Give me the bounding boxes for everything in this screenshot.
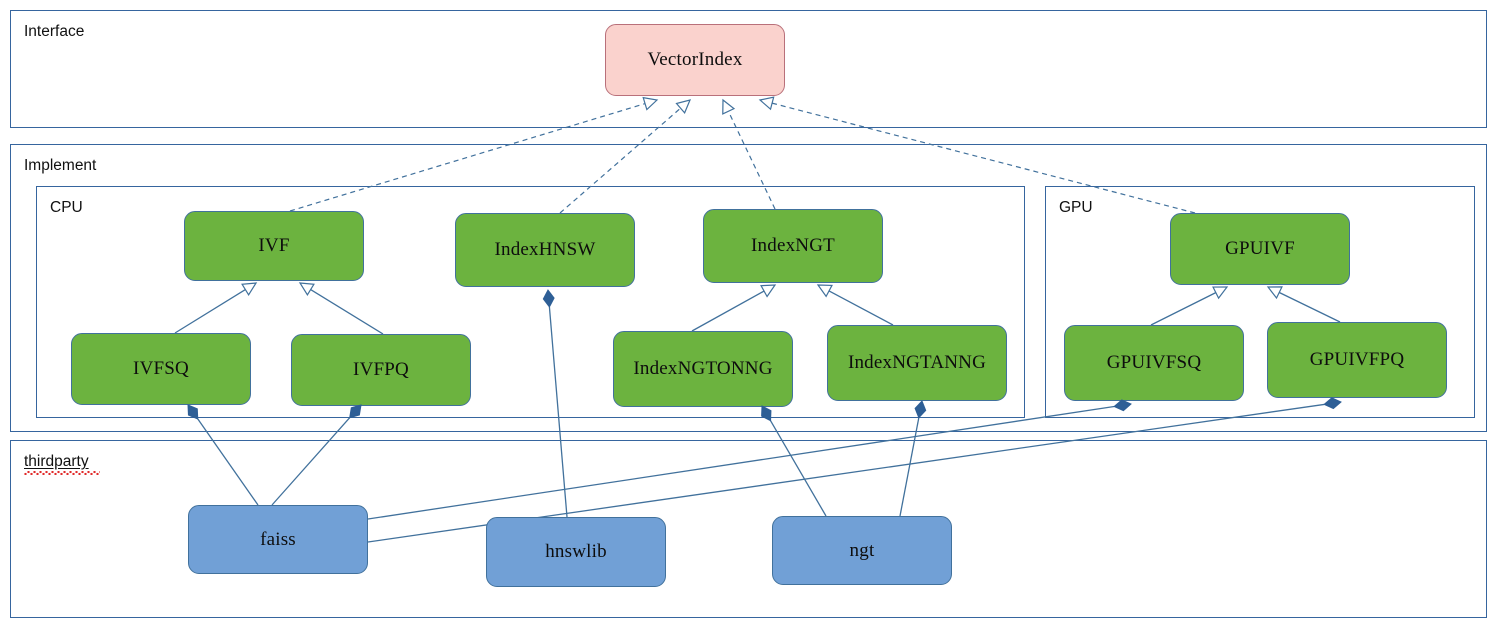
group-container-interface bbox=[10, 10, 1487, 128]
node-indexngtonng[interactable]: IndexNGTONNG bbox=[613, 331, 793, 407]
group-label-interface: Interface bbox=[24, 23, 85, 40]
edge-gpuivfsq-to-gpuivf bbox=[1150, 291, 1217, 326]
node-label: GPUIVFPQ bbox=[1309, 349, 1405, 370]
node-label: IndexNGT bbox=[751, 235, 835, 256]
edge-indexngt-to-vectorindex bbox=[727, 110, 776, 210]
edge-indexngtanng-to-indexngt bbox=[828, 290, 894, 326]
group-container-gpu bbox=[1045, 186, 1475, 418]
node-label: faiss bbox=[260, 528, 296, 550]
node-ivf[interactable]: IVF bbox=[184, 211, 364, 281]
group-container-cpu bbox=[36, 186, 1025, 418]
node-label: VectorIndex bbox=[647, 49, 743, 70]
edge-gpuivf-to-vectorindex bbox=[771, 102, 1196, 214]
node-indexhnsw[interactable]: IndexHNSW bbox=[455, 213, 635, 287]
edge-ivf-to-vectorindex bbox=[289, 102, 646, 212]
node-vectorindex[interactable]: VectorIndex bbox=[605, 24, 785, 96]
node-ivfpq[interactable]: IVFPQ bbox=[291, 334, 471, 406]
edge-ivfpq-to-ivf bbox=[309, 288, 384, 335]
group-label-implement: Implement bbox=[24, 157, 97, 174]
node-label: hnswlib bbox=[545, 541, 607, 562]
edge-ngt-to-indexngtonng bbox=[769, 420, 827, 517]
edge-ngt-to-indexngtanng bbox=[899, 417, 920, 517]
edge-faiss-to-gpuivfsq bbox=[367, 405, 1115, 520]
node-gpuivfpq[interactable]: GPUIVFPQ bbox=[1267, 322, 1447, 398]
node-hnswlib[interactable]: hnswlib bbox=[486, 517, 666, 587]
edge-gpuivfpq-to-gpuivf bbox=[1278, 291, 1341, 323]
node-label: ngt bbox=[849, 539, 875, 561]
node-label: GPUIVF bbox=[1225, 238, 1295, 259]
node-label: IndexNGTONNG bbox=[633, 358, 773, 379]
node-ivfsq[interactable]: IVFSQ bbox=[71, 333, 251, 405]
node-indexngtanng[interactable]: IndexNGTANNG bbox=[827, 325, 1007, 401]
node-label: IndexHNSW bbox=[494, 239, 596, 260]
edge-faiss-to-ivfsq bbox=[197, 418, 259, 506]
group-label-gpu: GPU bbox=[1059, 199, 1093, 216]
node-label: IndexNGTANNG bbox=[847, 352, 987, 373]
group-container-implement bbox=[10, 144, 1487, 432]
edge-faiss-to-ivfpq bbox=[271, 417, 351, 506]
node-label: IVF bbox=[258, 235, 290, 256]
group-label-cpu: CPU bbox=[50, 199, 83, 216]
node-gpuivfsq[interactable]: GPUIVFSQ bbox=[1064, 325, 1244, 401]
group-label-thirdparty: thirdparty bbox=[24, 453, 89, 470]
edge-ivfsq-to-ivf bbox=[174, 288, 247, 334]
group-container-thirdparty bbox=[10, 440, 1487, 618]
node-label: IVFSQ bbox=[133, 358, 189, 379]
edge-indexngtonng-to-indexngt bbox=[691, 290, 765, 332]
spellcheck-underline-thirdparty bbox=[24, 471, 100, 475]
edge-hnswlib-to-indexhnsw bbox=[548, 306, 568, 518]
node-faiss[interactable]: faiss bbox=[188, 505, 368, 574]
node-ngt[interactable]: ngt bbox=[772, 516, 952, 585]
node-label: GPUIVFSQ bbox=[1106, 352, 1202, 373]
node-gpuivf[interactable]: GPUIVF bbox=[1170, 213, 1350, 285]
node-label: IVFPQ bbox=[353, 359, 409, 380]
node-indexngt[interactable]: IndexNGT bbox=[703, 209, 883, 283]
